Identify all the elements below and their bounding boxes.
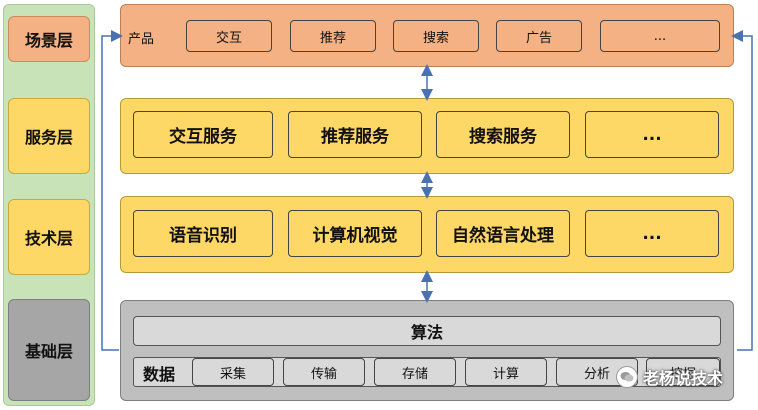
- tech-item-computer-vision: 计算机视觉: [288, 210, 422, 257]
- service-item-interaction: 交互服务: [133, 111, 273, 158]
- layer-label-scene: 场景层: [8, 16, 90, 62]
- scene-item-recommend: 推荐: [290, 20, 376, 52]
- service-item-search: 搜索服务: [436, 111, 570, 158]
- arrow-right-loop: [731, 30, 753, 351]
- watermark: 老杨说技术: [616, 365, 723, 389]
- data-item-storage: 存储: [374, 358, 456, 386]
- layer-label-tech: 技术层: [8, 199, 90, 275]
- algorithm-box: 算法: [133, 316, 721, 346]
- data-item-collect: 采集: [192, 358, 274, 386]
- data-item-compute: 计算: [465, 358, 547, 386]
- data-item-transfer: 传输: [283, 358, 365, 386]
- service-item-recommend: 推荐服务: [288, 111, 422, 158]
- arrow-left-loop: [101, 30, 123, 351]
- data-item-mining: 挖掘: [646, 358, 720, 386]
- scene-title: 产品: [128, 32, 155, 47]
- scene-item-interaction: 交互: [186, 20, 272, 52]
- wechat-icon: [616, 366, 638, 388]
- data-label: 数据: [143, 365, 176, 384]
- layer-label-base: 基础层: [8, 299, 90, 401]
- scene-item-more: ...: [600, 20, 720, 52]
- scene-item-search: 搜索: [393, 20, 479, 52]
- tech-item-speech-recognition: 语音识别: [133, 210, 273, 257]
- tech-item-more: ...: [585, 210, 719, 257]
- watermark-text: 老杨说技术: [643, 369, 724, 388]
- layer-label-service: 服务层: [8, 98, 90, 174]
- tech-item-nlp: 自然语言处理: [436, 210, 570, 257]
- service-item-more: ...: [585, 111, 719, 158]
- scene-item-ads: 广告: [496, 20, 582, 52]
